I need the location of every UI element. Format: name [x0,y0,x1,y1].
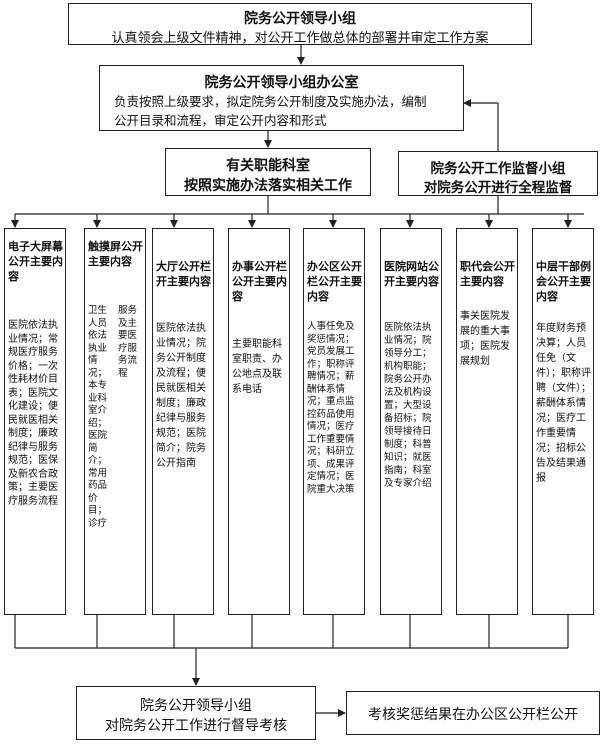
column-staff-congress-title: 职代会公开主要内容 [460,260,515,288]
assessment-line1: 院务公开领导小组 [140,698,252,714]
column-touchscreen: 触摸屏公开主要内容 卫生人员依法执业情况；本专业科室介绍；医院简介；常用药品价目… [84,228,146,615]
column-affairs-board: 办事公开栏公开主要内容 主要职能科室职责、办公地点及联系电话 [228,228,290,615]
departments-box: 有关职能科室 按照实施办法落实相关工作 [165,148,371,196]
column-hall-board: 大厅公开栏开主要内容 医院依法执业情况；院务公开制度及流程；便民就医相关制度；廉… [152,228,214,615]
column-screen-title: 电子大屏幕公开主要内容 [8,240,63,283]
column-cadre-meeting-body: 年度财务预决算；人员任免（文件）；职称评聘（文件）；薪酬体系情况；医疗工作重要情… [536,323,591,484]
column-staff-congress-body: 事关医院发展的重大事项；医院发展规划 [460,311,510,367]
supervision-box: 院务公开工作监督小组 对院务公开进行全程监督 [398,151,598,196]
leadership-group-box: 院务公开领导小组 认真领会上级文件精神，对公开工作做总体的部署并审定工作方案 [68,3,532,46]
office-title: 院务公开领导小组办公室 [204,75,359,91]
office-text-line1: 负责按照上级要求，拟定院务公开制度及实施办法，编制 [114,94,427,109]
result-box: 考核奖惩结果在办公区公开栏公开 [346,691,600,735]
column-office-board: 办公区公开栏公开主要内容 人事任免及奖惩情况；党员发展工作；职称评聘情况；薪酬体… [303,228,365,615]
column-affairs-board-body: 主要职能科室职责、办公地点及联系电话 [232,339,282,395]
column-touchscreen-title: 触摸屏公开主要内容 [88,240,143,268]
office-text-line2: 公开目录和流程，审定公开内容和形式 [114,113,327,128]
column-staff-congress: 职代会公开主要内容 事关医院发展的重大事项；医院发展规划 [456,228,518,615]
office-box: 院务公开领导小组办公室 负责按照上级要求，拟定院务公开制度及实施办法，编制 公开… [99,65,464,131]
column-screen: 电子大屏幕公开主要内容 医院依法执业情况；常规医疗服务价格；一次性耗材价目表；医… [4,228,66,615]
column-cadre-meeting-title: 中层干部例会公开主要内容 [536,260,591,303]
column-screen-body: 医院依法执业情况；常规医疗服务价格；一次性耗材价目表；医院文化建设；便民就医相关… [8,320,58,507]
column-website-body: 医院依法执业情况；院领导分工；机构职能；院务公开办法及机构设置；大型设备招标；院… [384,322,432,489]
supervision-title: 院务公开工作监督小组 [430,161,566,177]
column-hall-board-body: 医院依法执业情况；院务公开制度及流程；便民就医相关制度；廉政纪律与服务规范；医院… [156,323,206,469]
column-office-board-body: 人事任免及奖惩情况；党员发展工作；职称评聘情况；薪酬体系情况；重点监控药品使用情… [307,321,355,495]
supervision-text: 对院务公开进行全程监督 [423,180,573,196]
leadership-group-title: 院务公开领导小组 [244,11,356,27]
assessment-box: 院务公开领导小组 对院务公开工作进行督导考核 [76,686,316,740]
column-hall-board-title: 大厅公开栏开主要内容 [156,260,211,288]
column-website: 医院网站公开主要内容 医院依法执业情况；院领导分工；机构职能；院务公开办法及机构… [380,228,442,615]
leadership-group-text: 认真领会上级文件精神，对公开工作做总体的部署并审定工作方案 [111,31,489,46]
assessment-line2: 对院务公开工作进行督导考核 [105,718,287,734]
result-text: 考核奖惩结果在办公区公开栏公开 [368,707,578,723]
column-office-board-title: 办公区公开栏公开主要内容 [307,260,362,303]
column-affairs-board-title: 办事公开栏公开主要内容 [232,260,287,303]
column-website-title: 医院网站公开主要内容 [384,260,439,288]
column-cadre-meeting: 中层干部例会公开主要内容 年度财务预决算；人员任免（文件）；职称评聘（文件）；薪… [532,228,594,615]
column-touchscreen-body: 卫生人员依法执业情况；本专业科室介绍；医院简介；常用药品价目；诊疗服务及主要医疗… [88,305,138,529]
departments-title: 有关职能科室 [226,158,310,174]
departments-text: 按照实施办法落实相关工作 [184,178,352,194]
